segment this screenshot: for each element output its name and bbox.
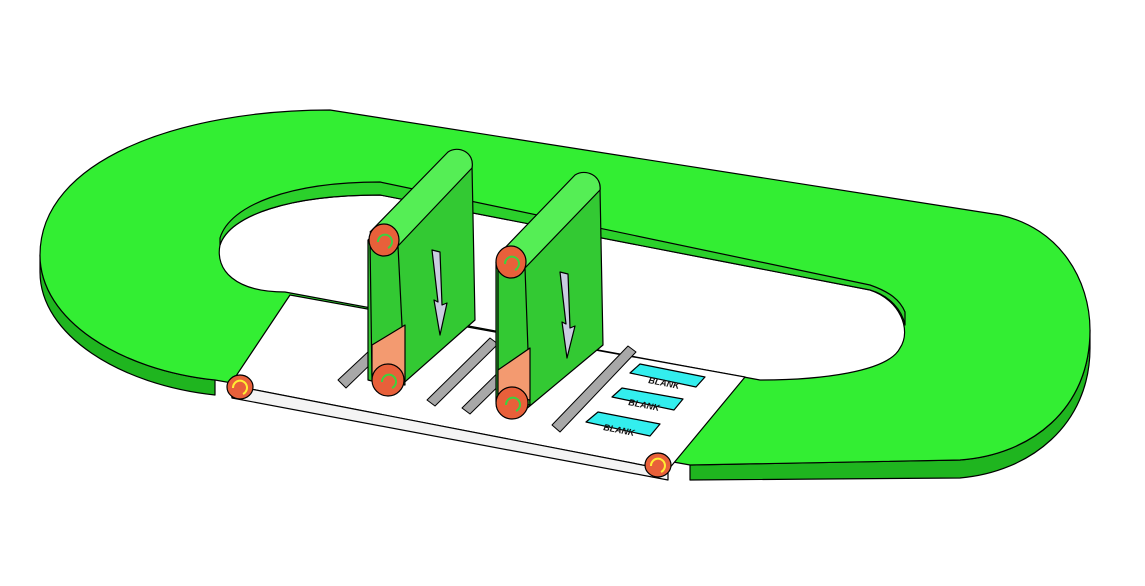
belt-unit-lower-front: [497, 347, 531, 401]
rotation-arrow-icon: [504, 396, 521, 412]
label-plate: [629, 363, 706, 388]
guide-rod: [551, 345, 637, 433]
roller-bottom: [495, 386, 529, 420]
down-arrow-icon: [559, 271, 576, 359]
rotation-arrow-icon: [376, 233, 393, 249]
belt-unit-top: [497, 171, 601, 269]
rotation-arrow-icon: [231, 379, 248, 395]
roller-top: [495, 245, 527, 279]
roller-bottom: [371, 363, 405, 397]
rotation-arrow-icon: [503, 255, 520, 271]
rotation-arrow-icon: [380, 373, 397, 389]
roller-top: [368, 223, 400, 257]
track-inner-wall: [219, 181, 906, 326]
end-roller-left: [226, 374, 254, 400]
end-roller-right: [644, 452, 672, 478]
rotation-arrow-icon: [649, 457, 666, 473]
belt-unit-top: [369, 148, 473, 247]
down-arrow-icon: [431, 249, 448, 336]
label-plate: [585, 411, 661, 437]
label-plate: [611, 387, 684, 411]
